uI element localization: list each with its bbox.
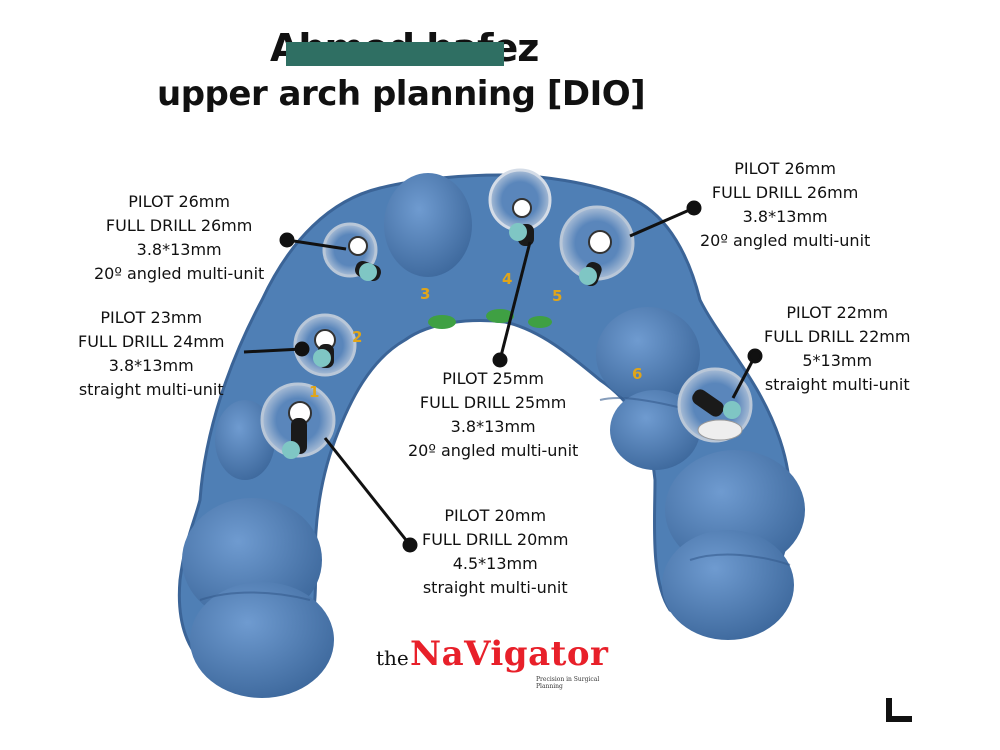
corner-l-mark: [886, 698, 912, 722]
page-title: upper arch planning [DIO]: [157, 74, 646, 114]
implant-number: 1: [309, 383, 320, 401]
name-redaction-bar: [286, 42, 504, 66]
navigator-logo: the NaVigator Precision in Surgical Plan…: [376, 634, 626, 690]
annotation-implant-1: PILOT 20mm FULL DRILL 20mm 4.5*13mm stra…: [422, 506, 569, 597]
annotation-implant-2: PILOT 23mm FULL DRILL 24mm 3.8*13mm stra…: [78, 308, 225, 399]
logo-tagline: Precision in Surgical Planning: [536, 676, 600, 690]
implant-number: 3: [420, 285, 431, 303]
annotation-implant-5: PILOT 26mm FULL DRILL 26mm 3.8*13mm 20º …: [700, 159, 871, 250]
implant-number: 4: [502, 270, 513, 288]
logo-prefix: the: [376, 646, 409, 670]
implant-number: 6: [632, 365, 643, 383]
implant-number: 5: [552, 287, 563, 305]
implant-site-3: [322, 222, 381, 281]
implant-site-6: [677, 367, 753, 443]
annotation-implant-4: PILOT 25mm FULL DRILL 25mm 3.8*13mm 20º …: [408, 369, 579, 460]
implant-site-2: [293, 313, 357, 377]
implant-site-5: [559, 205, 635, 287]
logo-name: NaVigator: [410, 634, 609, 674]
annotation-implant-3: PILOT 26mm FULL DRILL 26mm 3.8*13mm 20º …: [94, 192, 265, 283]
annotation-implant-6: PILOT 22mm FULL DRILL 22mm 5*13mm straig…: [764, 303, 911, 394]
implant-number: 2: [352, 328, 363, 346]
implant-site-1: [260, 382, 336, 459]
implant-site-4: [488, 168, 552, 246]
